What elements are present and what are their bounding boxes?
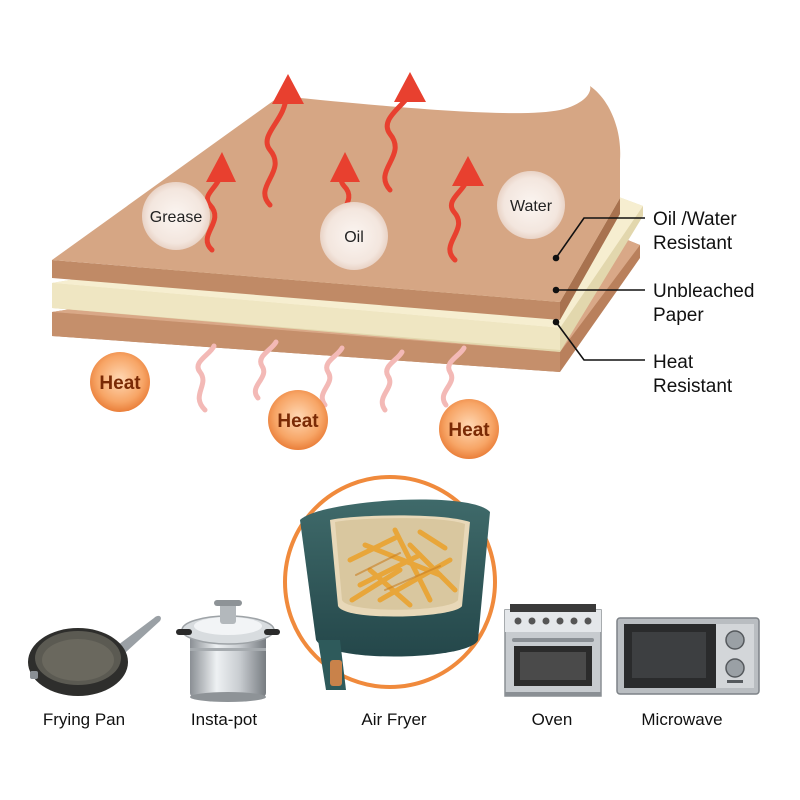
heat-badge-label: Heat [448,420,490,441]
grease-bubble: Grease [142,182,210,250]
air-fryer-image [283,475,497,690]
layer-label-line2: Resistant [653,376,733,397]
layer-label-heat: Heat Resistant [653,352,733,397]
arrow-head-icon [330,152,360,182]
arrow-head-icon [452,156,484,186]
rising-arrows [204,89,469,263]
water-label: Water [510,198,553,215]
appliance-label-frying-pan: Frying Pan [43,710,125,729]
layer-label-line1: Oil /Water [653,209,737,230]
layer-leader-lines [552,217,645,361]
arrow-up-icon [447,177,469,263]
layer-label-line1: Unbleached [653,281,754,302]
heat-wave [195,343,217,413]
layer-label-line1: Heat [653,352,694,373]
heat-badge: Heat [90,352,150,412]
appliance-label-microwave: Microwave [641,710,722,729]
frying-pan-image [28,615,161,696]
leader-line-bottom [555,321,645,361]
arrow-up-icon [204,169,223,253]
heat-wave [441,345,467,408]
appliance-label-insta-pot: Insta-pot [191,710,257,729]
layer-label-unbleached: Unbleached Paper [653,281,754,326]
oil-label: Oil [344,229,364,246]
heat-badge: Heat [268,390,328,450]
arrow-up-icon [262,93,289,208]
layer-label-line2: Resistant [653,233,733,254]
arrow-up-icon [382,89,413,193]
leader-line-top [555,217,645,259]
fries [347,527,458,608]
insta-pot-image [176,600,280,702]
arrow-head-icon [206,152,236,182]
grease-label: Grease [150,209,203,226]
heat-badge-label: Heat [99,373,141,394]
heat-waves [195,339,467,413]
appliance-label-oven: Oven [532,710,573,729]
layer-label-line2: Paper [653,305,704,326]
layer-label-oil-water: Oil /Water Resistant [653,209,737,254]
arrow-head-icon [394,72,426,102]
heat-wave [253,339,279,401]
heat-badge: Heat [439,399,499,459]
heat-wave [379,349,405,413]
top-paper-layer [52,86,621,320]
appliance-label-air-fryer: Air Fryer [361,710,427,729]
arrow-heads [206,72,484,186]
arrow-head-icon [272,74,304,104]
oil-bubble: Oil [320,202,388,270]
heat-wave [319,345,345,408]
heat-badge-label: Heat [277,411,319,432]
water-bubble: Water [497,171,565,239]
oven-image [504,604,602,697]
microwave-image [616,617,760,695]
